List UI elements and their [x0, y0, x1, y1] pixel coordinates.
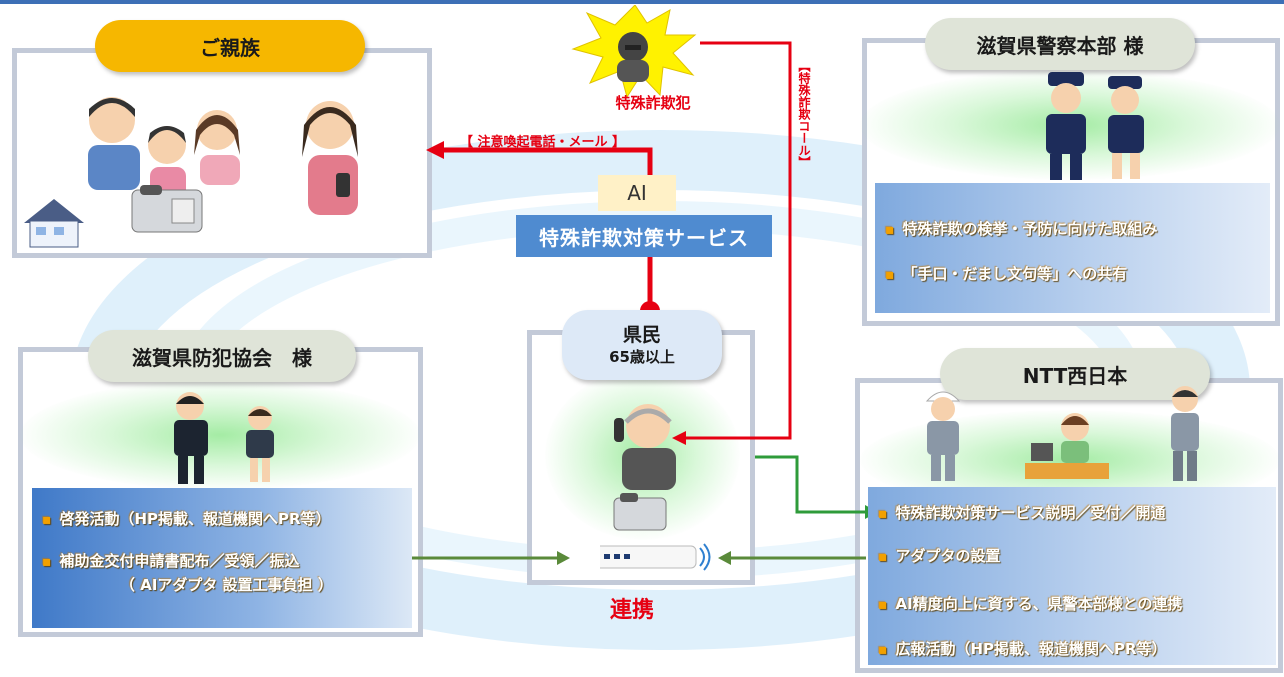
- cooperation-label: 連携: [610, 598, 655, 623]
- male-officer-icon: [1046, 72, 1086, 180]
- fraudster-illustration: [571, 5, 697, 99]
- technician-icon: [925, 391, 961, 481]
- ntt-staff-illustration: [925, 386, 1199, 481]
- fraud-call-line: [684, 41, 792, 440]
- association-title: 滋賀県防犯協会 様: [88, 330, 356, 382]
- warning-line: [440, 147, 653, 178]
- police-activity-item: ▪特殊詐欺の検挙・予防に向けた取組み: [885, 220, 1158, 238]
- ntt-adapter-arrowhead: [718, 551, 731, 565]
- bullet-icon: ▪: [878, 549, 888, 565]
- father-icon: [88, 97, 140, 190]
- association-staff-illustration: [174, 392, 274, 484]
- resident-illustration: [600, 404, 711, 571]
- bullet-icon: ▪: [878, 506, 888, 522]
- bullet-icon: ▪: [42, 554, 52, 570]
- association-adapter-arrowhead: [557, 551, 570, 565]
- police-officers-illustration: [1046, 72, 1144, 180]
- police-activity-item: ▪「手口・だまし文句等」への共有: [885, 265, 1128, 283]
- fraud-call-arrowhead: [672, 431, 686, 445]
- female-officer-icon: [1108, 76, 1144, 179]
- resident-label: 県民: [622, 323, 661, 346]
- bullet-icon: ▪: [878, 597, 888, 613]
- criminal-icon: [617, 32, 649, 82]
- ntt-activity-item: ▪アダプタの設置: [878, 547, 1001, 565]
- ntt-activity-item: ▪AI精度向上に資する、県警本部様との連携: [878, 595, 1183, 613]
- association-activity-note: （ AIアダプタ 設置工事負担 ）: [120, 576, 333, 594]
- bullet-icon: ▪: [885, 267, 895, 283]
- warning-arrowhead: [426, 141, 444, 159]
- family-illustration: [24, 97, 358, 248]
- elderly-man-icon: [614, 404, 676, 490]
- police-activities: ▪特殊詐欺の検挙・予防に向けた取組み ▪「手口・だまし文句等」への共有: [875, 183, 1270, 313]
- bullet-icon: ▪: [878, 642, 888, 658]
- bullet-icon: ▪: [42, 512, 52, 528]
- fraud-prevention-service: 特殊詐欺対策サービス: [516, 215, 772, 257]
- resident-title: 県民 65歳以上: [562, 310, 722, 380]
- police-title: 滋賀県警察本部 様: [925, 18, 1195, 70]
- mother-icon: [194, 110, 240, 185]
- house-icon: [24, 199, 84, 248]
- fraud-call-label: 【特殊詐欺コール】: [797, 60, 811, 168]
- businessman-icon: [1171, 386, 1199, 481]
- ntt-activities: ▪特殊詐欺対策サービス説明／受付／開通 ▪アダプタの設置 ▪AI精度向上に資する…: [868, 487, 1276, 665]
- resident-age: 65歳以上: [609, 347, 675, 366]
- female-staff-icon: [246, 406, 274, 482]
- resident-ntt-line: [755, 455, 866, 514]
- ai-adapter-icon: [600, 543, 711, 571]
- association-activity-item: ▪啓発活動（HP掲載、報道機関へPR等）: [42, 510, 331, 528]
- warning-label: 【 注意喚起電話・メール 】: [460, 135, 626, 150]
- operator-icon: [1025, 413, 1109, 479]
- ntt-activity-item: ▪広報活動（HP掲載、報道機関へPR等）: [878, 640, 1167, 658]
- desk-phone-icon: [131, 185, 203, 233]
- home-phone-icon: [613, 493, 667, 531]
- fraudster-label: 特殊詐欺犯: [615, 94, 691, 112]
- association-activity-item: ▪補助金交付申請書配布／受領／振込: [42, 552, 300, 570]
- ntt-activity-item: ▪特殊詐欺対策サービス説明／受付／開通: [878, 504, 1166, 522]
- top-accent-line: [0, 0, 1284, 4]
- ntt-title: NTT西日本: [940, 348, 1210, 400]
- male-staff-icon: [174, 392, 208, 484]
- woman-with-smartphone-icon: [302, 101, 358, 215]
- ai-label: AI: [598, 175, 676, 211]
- bullet-icon: ▪: [885, 222, 895, 238]
- association-glow: [20, 380, 420, 490]
- relatives-title: ご親族: [95, 20, 365, 72]
- association-activities: ▪啓発活動（HP掲載、報道機関へPR等） ▪補助金交付申請書配布／受領／振込 （…: [32, 488, 412, 628]
